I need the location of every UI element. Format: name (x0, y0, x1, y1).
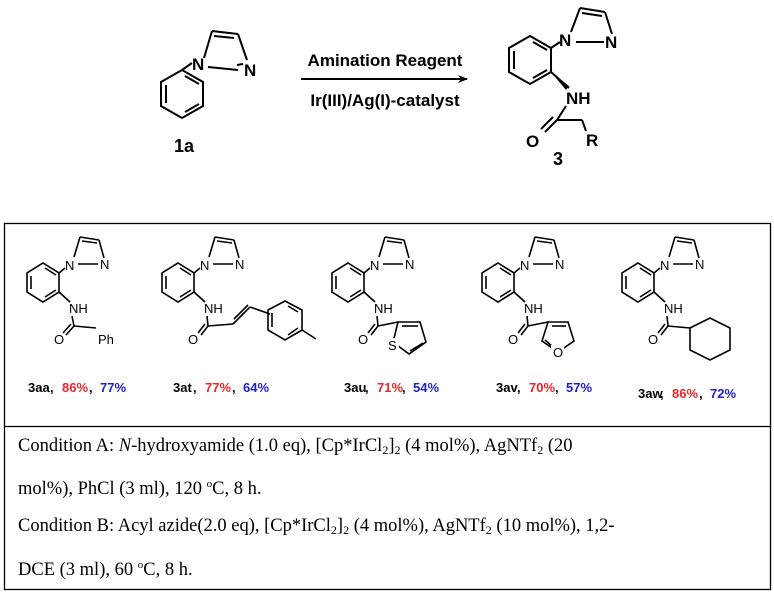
substrate-label: 1a (174, 136, 195, 156)
atom-S: S (388, 338, 397, 353)
svg-text:N: N (695, 257, 704, 272)
svg-text:,: , (232, 380, 236, 395)
condition-b-line-1: Condition B: Acyl azide(2.0 eq), [Cp*IrC… (18, 516, 615, 537)
svg-text:,: , (50, 380, 54, 395)
svg-text:,: , (365, 380, 369, 395)
yield-condition-b: 64% (243, 380, 269, 395)
atom-N: N (605, 33, 617, 52)
wedge-bond (551, 72, 569, 90)
condition-a-line-1: Condition A: N-hydroxyamide (1.0 eq), [C… (18, 436, 573, 457)
svg-text:NH: NH (524, 301, 543, 316)
svg-text:,: , (660, 386, 664, 401)
atom-O: O (553, 345, 563, 360)
yield-condition-b: 57% (566, 380, 592, 395)
product-code: 3aw (638, 386, 663, 401)
svg-text:,: , (402, 380, 406, 395)
yield-condition-b: 54% (413, 380, 439, 395)
svg-text:,: , (193, 380, 197, 395)
atom-O: O (526, 132, 539, 151)
condition-b-line-2: DCE (3 ml), 60 oC, 8 h. (18, 559, 193, 580)
phenyl-group-label: Ph (98, 332, 114, 347)
atom-N: N (192, 55, 204, 74)
svg-text:NH: NH (664, 301, 683, 316)
product-code: 3aa (28, 380, 50, 395)
svg-text:N: N (520, 258, 529, 273)
svg-text:N: N (370, 258, 379, 273)
svg-text:N: N (555, 257, 564, 272)
product-3av: N N NH O O 3av , 70% , 57% (481, 236, 592, 395)
atom-N: N (244, 61, 256, 80)
atom-NH: NH (566, 89, 591, 108)
yield-condition-b: 72% (710, 386, 736, 401)
yield-condition-a: 86% (62, 380, 88, 395)
product-label: 3 (553, 149, 563, 169)
catalyst-label: Ir(III)/Ag(I)-catalyst (310, 91, 460, 110)
svg-text:N: N (235, 257, 244, 272)
substrate-1a (160, 30, 248, 120)
svg-text:N: N (660, 258, 669, 273)
svg-text:,: , (89, 380, 93, 395)
atom-O: O (508, 332, 518, 347)
atom-R: R (586, 131, 598, 150)
svg-text:N: N (200, 258, 209, 273)
product-3aa: N N NH O Ph 3aa , 86% , 77% (26, 236, 126, 395)
atom-O: O (358, 332, 368, 347)
yield-condition-a: 70% (529, 380, 555, 395)
yield-condition-a: 77% (205, 380, 231, 395)
svg-text:NH: NH (204, 301, 223, 316)
atom-O: O (188, 332, 198, 347)
yield-condition-a: 86% (672, 386, 698, 401)
atom-O: O (54, 332, 64, 347)
svg-text:N: N (100, 257, 109, 272)
svg-text:,: , (555, 380, 559, 395)
product-3at: N N NH O 3at , 77% , 64% (161, 236, 317, 395)
yield-condition-b: 77% (100, 380, 126, 395)
svg-text:N: N (65, 258, 74, 273)
svg-text:NH: NH (374, 301, 393, 316)
product-code: 3au (344, 380, 366, 395)
scope-frame (3, 222, 772, 591)
reagent-label: Amination Reagent (308, 51, 463, 70)
product-code: 3av (496, 380, 518, 395)
svg-text:,: , (517, 380, 521, 395)
svg-text:N: N (405, 257, 414, 272)
condition-a-line-2: mol%), PhCl (3 ml), 120 oC, 8 h. (18, 478, 262, 499)
product-3au: N N NH O S 3au , 71% , 54% (331, 236, 439, 395)
svg-text:,: , (699, 386, 703, 401)
atom-O: O (648, 332, 658, 347)
yield-condition-a: 71% (377, 380, 403, 395)
product-3aw: N N NH O 3aw , 86% , 72% (621, 236, 736, 401)
product-3-structure (508, 7, 613, 133)
atom-N: N (559, 31, 571, 50)
product-code: 3at (173, 380, 192, 395)
svg-text:NH: NH (69, 301, 88, 316)
